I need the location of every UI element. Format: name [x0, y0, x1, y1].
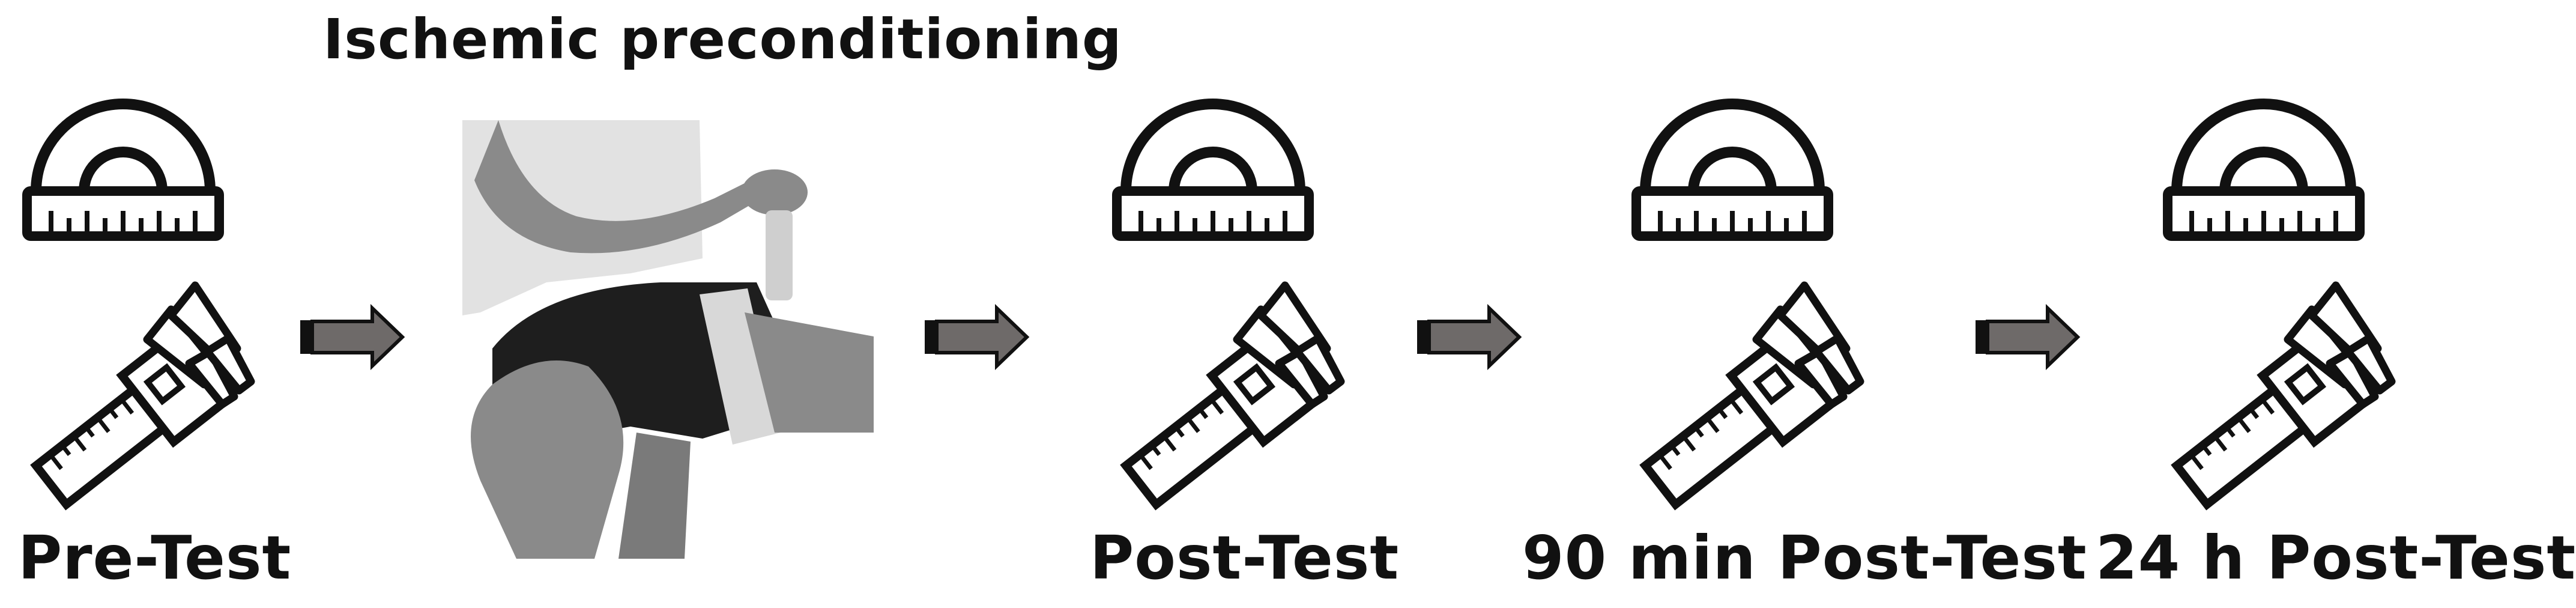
caliper-icon — [1115, 285, 1341, 518]
thigh-cuff-illustration — [459, 117, 874, 559]
diagram-canvas — [0, 0, 2494, 559]
arrow-right-icon — [300, 308, 402, 366]
arrow-right-icon — [1417, 308, 1519, 366]
protractor-icon — [2168, 104, 2360, 236]
stage-label-pre-test: Pre-Test — [18, 523, 292, 593]
stage-label-post-test: Post-Test — [1090, 523, 1400, 593]
stage-label-90min-post-test: 90 min Post-Test — [1522, 523, 2087, 593]
protractor-icon — [27, 104, 219, 236]
diagram-title: Ischemic preconditioning — [323, 7, 1122, 71]
caliper-icon — [2166, 285, 2392, 518]
arrow-right-icon — [925, 308, 1027, 366]
protractor-icon — [1117, 104, 1309, 236]
stage-label-24h-post-test: 24 h Post-Test — [2096, 523, 2576, 593]
protractor-icon — [1636, 104, 1828, 236]
caliper-icon — [25, 285, 251, 518]
caliper-icon — [1634, 285, 1860, 518]
arrow-right-icon — [1976, 308, 2078, 366]
